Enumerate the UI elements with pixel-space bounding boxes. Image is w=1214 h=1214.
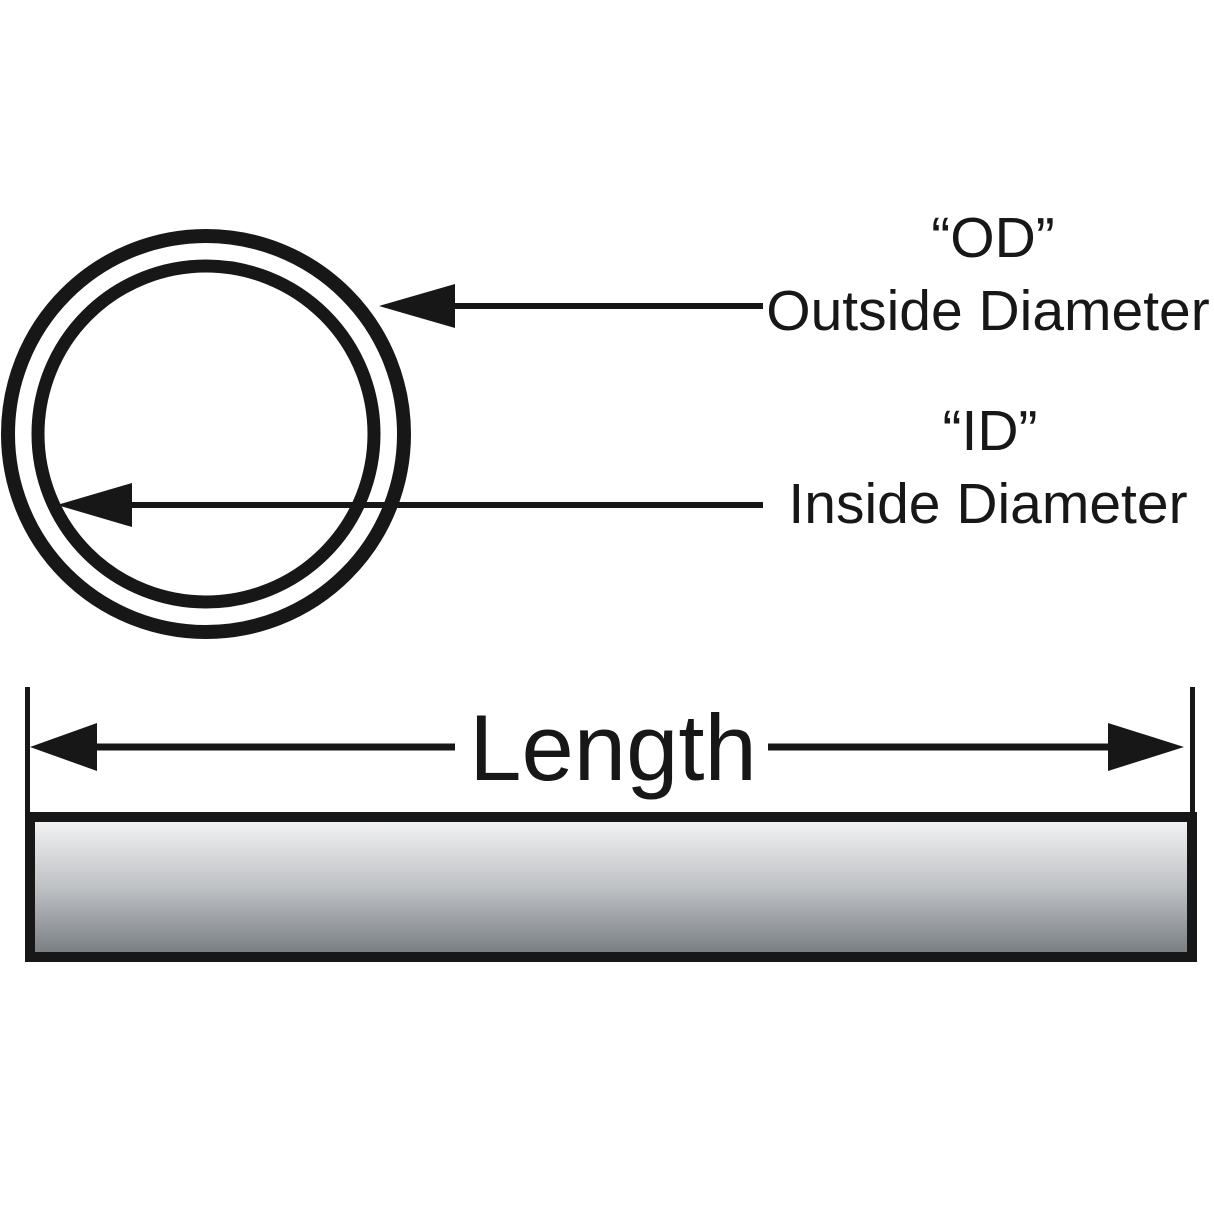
inner-diameter-circle (31, 259, 381, 609)
id-full-label: Inside Diameter (788, 472, 1187, 536)
length-label: Length (469, 695, 757, 800)
od-abbr-label: “OD” (931, 206, 1054, 270)
od-arrowhead-icon (379, 284, 455, 328)
id-abbr-label: “ID” (943, 399, 1038, 463)
stroke-layer (1, 229, 1197, 962)
outer-diameter-circle (1, 229, 411, 639)
od-full-label: Outside Diameter (766, 279, 1210, 343)
length-arrowhead-right-icon (1108, 723, 1184, 771)
id-arrowhead-icon (57, 483, 132, 527)
tube-side-view (25, 812, 1197, 962)
fill-layer: “OD” Outside Diameter “ID” Inside Diamet… (30, 206, 1210, 800)
length-arrowhead-left-icon (30, 723, 97, 771)
